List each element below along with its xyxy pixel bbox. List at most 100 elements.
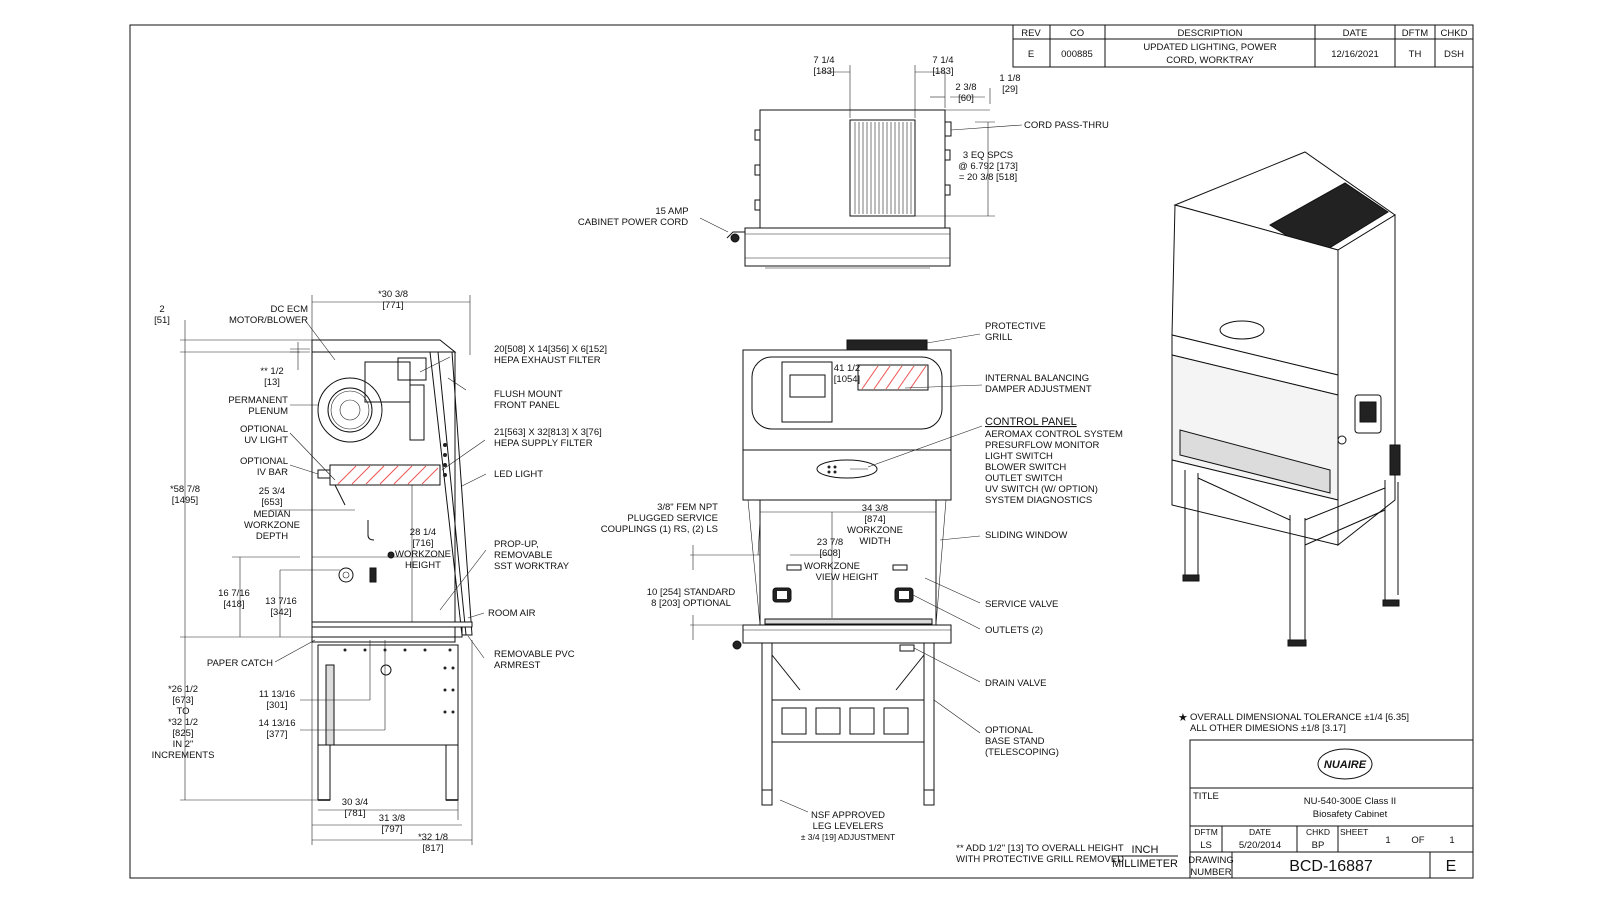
- grill-note-2: WITH PROTECTIVE GRILL REMOVED: [956, 854, 1124, 865]
- dim-16-7-16-mm: [418]: [223, 599, 244, 610]
- top-dim-a: 2 3/8: [955, 82, 976, 93]
- side-view: *30 3/8 [771] 2 [51] DC ECM MOTOR/BLOWER…: [152, 289, 607, 854]
- logo-text: NUAIRE: [1324, 759, 1367, 771]
- worktray-3: SST WORKTRAY: [494, 561, 570, 572]
- title-label: TITLE: [1193, 791, 1219, 802]
- sheet-label: SHEET: [1340, 827, 1368, 837]
- top-dim-a-mm: [60]: [958, 93, 974, 104]
- notes: ★ OVERALL DIMENSIONAL TOLERANCE ±1/4 [6.…: [956, 712, 1409, 870]
- dftm-header: DFTM: [1402, 28, 1428, 39]
- dim-11-13-16: 11 13/16: [259, 689, 295, 700]
- base-height-6: IN 2": [173, 739, 194, 750]
- nuaire-logo: NUAIRE: [1317, 748, 1373, 780]
- control-item: LIGHT SWITCH: [985, 451, 1053, 462]
- spacing-line-2: @ 6.792 [173]: [958, 161, 1018, 172]
- height-41-5-mm: [1054]: [834, 374, 860, 385]
- control-item: AEROMAX CONTROL SYSTEM: [985, 429, 1123, 440]
- protective-grill-1: PROTECTIVE: [985, 321, 1046, 332]
- plenum-label-1: PERMANENT: [228, 395, 288, 406]
- half-inch-2: [13]: [264, 377, 280, 388]
- base-width-32: *32 1/8: [418, 832, 448, 843]
- top-view: 7 1/4 [183] 7 1/4 [183] 2 3/8 [60] 1 1/8…: [578, 55, 1109, 269]
- base-width-31-mm: [797]: [381, 824, 402, 835]
- tolerance-note-2: ALL OTHER DIMESIONS ±1/8 [3.17]: [1190, 723, 1346, 734]
- front-view: PROTECTIVE GRILL 41 1/2 [1054] INTERNAL …: [601, 321, 1123, 842]
- nsf-label-2: LEG LEVELERS: [813, 821, 884, 832]
- power-cord-line-2: CABINET POWER CORD: [578, 217, 688, 228]
- iv-bar-label-1: OPTIONAL: [240, 456, 288, 467]
- flush-mount-1: FLUSH MOUNT: [494, 389, 563, 400]
- workzone-width-3: WORKZONE: [847, 525, 903, 536]
- workzone-width-2: [874]: [864, 514, 885, 525]
- dftm-value: LS: [1200, 840, 1212, 851]
- base-height-1: *26 1/2: [168, 684, 198, 695]
- rev-header: REV: [1021, 28, 1041, 39]
- title-line-2: Biosafety Cabinet: [1313, 809, 1388, 820]
- control-panel-title: CONTROL PANEL: [985, 416, 1077, 428]
- power-cord-line-1: 15 AMP: [655, 206, 688, 217]
- co-value: 000885: [1061, 49, 1093, 60]
- date-value: 12/16/2021: [1331, 49, 1379, 60]
- base-width-30: 30 3/4: [342, 797, 368, 808]
- drawing-number: BCD-16887: [1289, 858, 1373, 875]
- damper-label-2: DAMPER ADJUSTMENT: [985, 384, 1092, 395]
- grill-note-1: ** ADD 1/2" [13] TO OVERALL HEIGHT: [956, 843, 1124, 854]
- unit-inch: INCH: [1132, 844, 1159, 856]
- room-air-label: ROOM AIR: [488, 608, 536, 619]
- sheet-border: [129, 24, 1474, 879]
- height-41-5: 41 1/2: [834, 363, 860, 374]
- nsf-label-3: ± 3/4 [19] ADJUSTMENT: [801, 832, 895, 842]
- top-dim-b: 1 1/8: [999, 73, 1020, 84]
- control-item: UV SWITCH (W/ OPTION): [985, 484, 1098, 495]
- dim-13-7-16: 13 7/16: [265, 596, 297, 607]
- motor-label-1: DC ECM: [271, 304, 309, 315]
- overall-height-2: [1495]: [172, 495, 198, 506]
- view-height-2: [608]: [819, 548, 840, 559]
- date-label: DATE: [1249, 827, 1271, 837]
- dftm-label: DFTM: [1194, 827, 1218, 837]
- opening-optional: 8 [203] OPTIONAL: [651, 598, 731, 609]
- service-valve-label: SERVICE VALVE: [985, 599, 1058, 610]
- dim-14-13-16: 14 13/16: [259, 718, 296, 729]
- sliding-window-label: SLIDING WINDOW: [985, 530, 1067, 541]
- worktray-1: PROP-UP,: [494, 539, 539, 550]
- top-dim-right-mm: [183]: [932, 66, 953, 77]
- dftm-value: TH: [1409, 49, 1422, 60]
- side-width-top: *30 3/8: [378, 289, 408, 300]
- workzone-height-3: WORKZONE: [395, 549, 451, 560]
- sheet-of: OF: [1411, 835, 1424, 846]
- base-height-5: [825]: [172, 728, 193, 739]
- workzone-height-1: 28 1/4: [410, 527, 436, 538]
- drawing-number-label-2: NUMBER: [1190, 867, 1231, 878]
- top-dim-b-mm: [29]: [1002, 84, 1018, 95]
- tolerance-note-1: OVERALL DIMENSIONAL TOLERANCE ±1/4 [6.35…: [1190, 712, 1409, 723]
- dim-13-7-16-mm: [342]: [270, 607, 291, 618]
- base-stand-3: (TELESCOPING): [985, 747, 1059, 758]
- control-item: BLOWER SWITCH: [985, 462, 1066, 473]
- supply-filter-2: HEPA SUPPLY FILTER: [494, 438, 593, 449]
- workzone-height-4: HEIGHT: [405, 560, 441, 571]
- uv-light-label-1: OPTIONAL: [240, 424, 288, 435]
- workzone-width-1: 34 3/8: [862, 503, 888, 514]
- view-height-4: VIEW HEIGHT: [816, 572, 879, 583]
- depth-2: [653]: [261, 497, 282, 508]
- plenum-label-2: PLENUM: [248, 406, 288, 417]
- uv-light-label-2: UV LIGHT: [244, 435, 288, 446]
- base-stand-1: OPTIONAL: [985, 725, 1033, 736]
- base-width-32-mm: [817]: [422, 843, 443, 854]
- npt-label-2: PLUGGED SERVICE: [627, 513, 718, 524]
- base-height-4: *32 1/2: [168, 717, 198, 728]
- tolerance-star-icon: ★: [1178, 712, 1188, 724]
- co-header: CO: [1070, 28, 1084, 39]
- iv-bar-label-2: IV BAR: [257, 467, 288, 478]
- date-header: DATE: [1343, 28, 1368, 39]
- armrest-1: REMOVABLE PVC: [494, 649, 575, 660]
- control-item: SYSTEM DIAGNOSTICS: [985, 495, 1092, 506]
- chkd-value: DSH: [1444, 49, 1464, 60]
- nsf-label-1: NSF APPROVED: [811, 810, 885, 821]
- cord-pass-thru-label: CORD PASS-THRU: [1024, 120, 1109, 131]
- spacing-line-3: = 20 3/8 [518]: [959, 172, 1017, 183]
- description-line-2: CORD, WORKTRAY: [1166, 55, 1254, 66]
- drawing-number-label-1: DRAWING: [1188, 855, 1234, 866]
